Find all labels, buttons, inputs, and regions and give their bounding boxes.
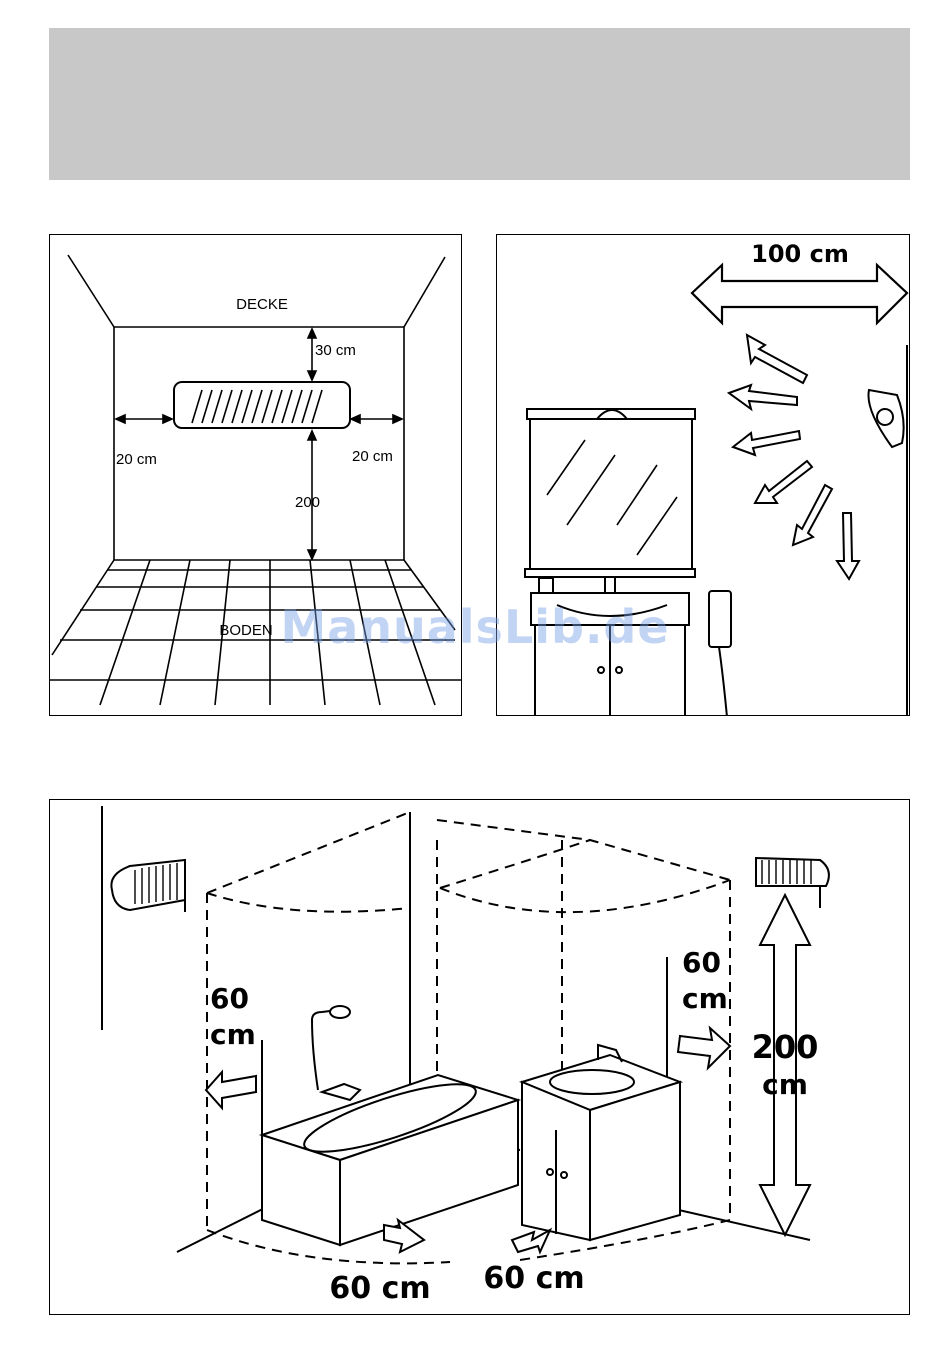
right-heater-icon xyxy=(756,858,829,908)
bottom-left-distance: 60 cm xyxy=(329,1271,430,1306)
panel-bathroom-zones: 60 cm 60 cm 200 cm 60 cm 60 cm xyxy=(49,799,910,1315)
hair-dryer-icon xyxy=(709,591,731,716)
right-zone-value: 60 xyxy=(682,946,721,979)
room-diagram: DECKE 30 cm 20 cm 20 cm 200 BODEN xyxy=(50,235,462,716)
header-bar xyxy=(49,28,910,180)
sink-cabinet-icon xyxy=(531,577,689,716)
bathroom-diagram: 60 cm 60 cm 200 cm 60 cm 60 cm xyxy=(50,800,910,1315)
right-clearance-label: 20 cm xyxy=(352,448,393,465)
left-clearance-label: 20 cm xyxy=(116,451,157,468)
top-clearance-label: 30 cm xyxy=(315,342,356,359)
height-unit: cm xyxy=(762,1068,808,1101)
left-zone-value: 60 xyxy=(210,982,249,1015)
bathtub-icon xyxy=(262,1006,518,1245)
left-zone-unit: cm xyxy=(210,1018,256,1051)
mirror-icon xyxy=(525,409,695,577)
bottom-right-distance: 60 cm xyxy=(483,1261,584,1296)
height-label: 200 xyxy=(295,494,320,511)
left-heater-icon xyxy=(111,860,185,912)
height-value: 200 xyxy=(752,1028,819,1066)
wall-heater-icon xyxy=(868,345,907,716)
heat-ray-arrows xyxy=(729,335,859,579)
distance-label: 100 cm xyxy=(751,240,849,268)
floor-label: BODEN xyxy=(219,622,272,639)
heater-icon xyxy=(174,382,350,428)
vanity-icon xyxy=(522,1045,680,1240)
distance-double-arrow xyxy=(692,265,907,323)
right-zone-unit: cm xyxy=(682,982,728,1015)
panel-sink-distance: 100 cm xyxy=(496,234,910,716)
sink-diagram: 100 cm xyxy=(497,235,910,716)
ceiling-label: DECKE xyxy=(236,296,288,313)
panel-room-clearances: DECKE 30 cm 20 cm 20 cm 200 BODEN xyxy=(49,234,462,716)
